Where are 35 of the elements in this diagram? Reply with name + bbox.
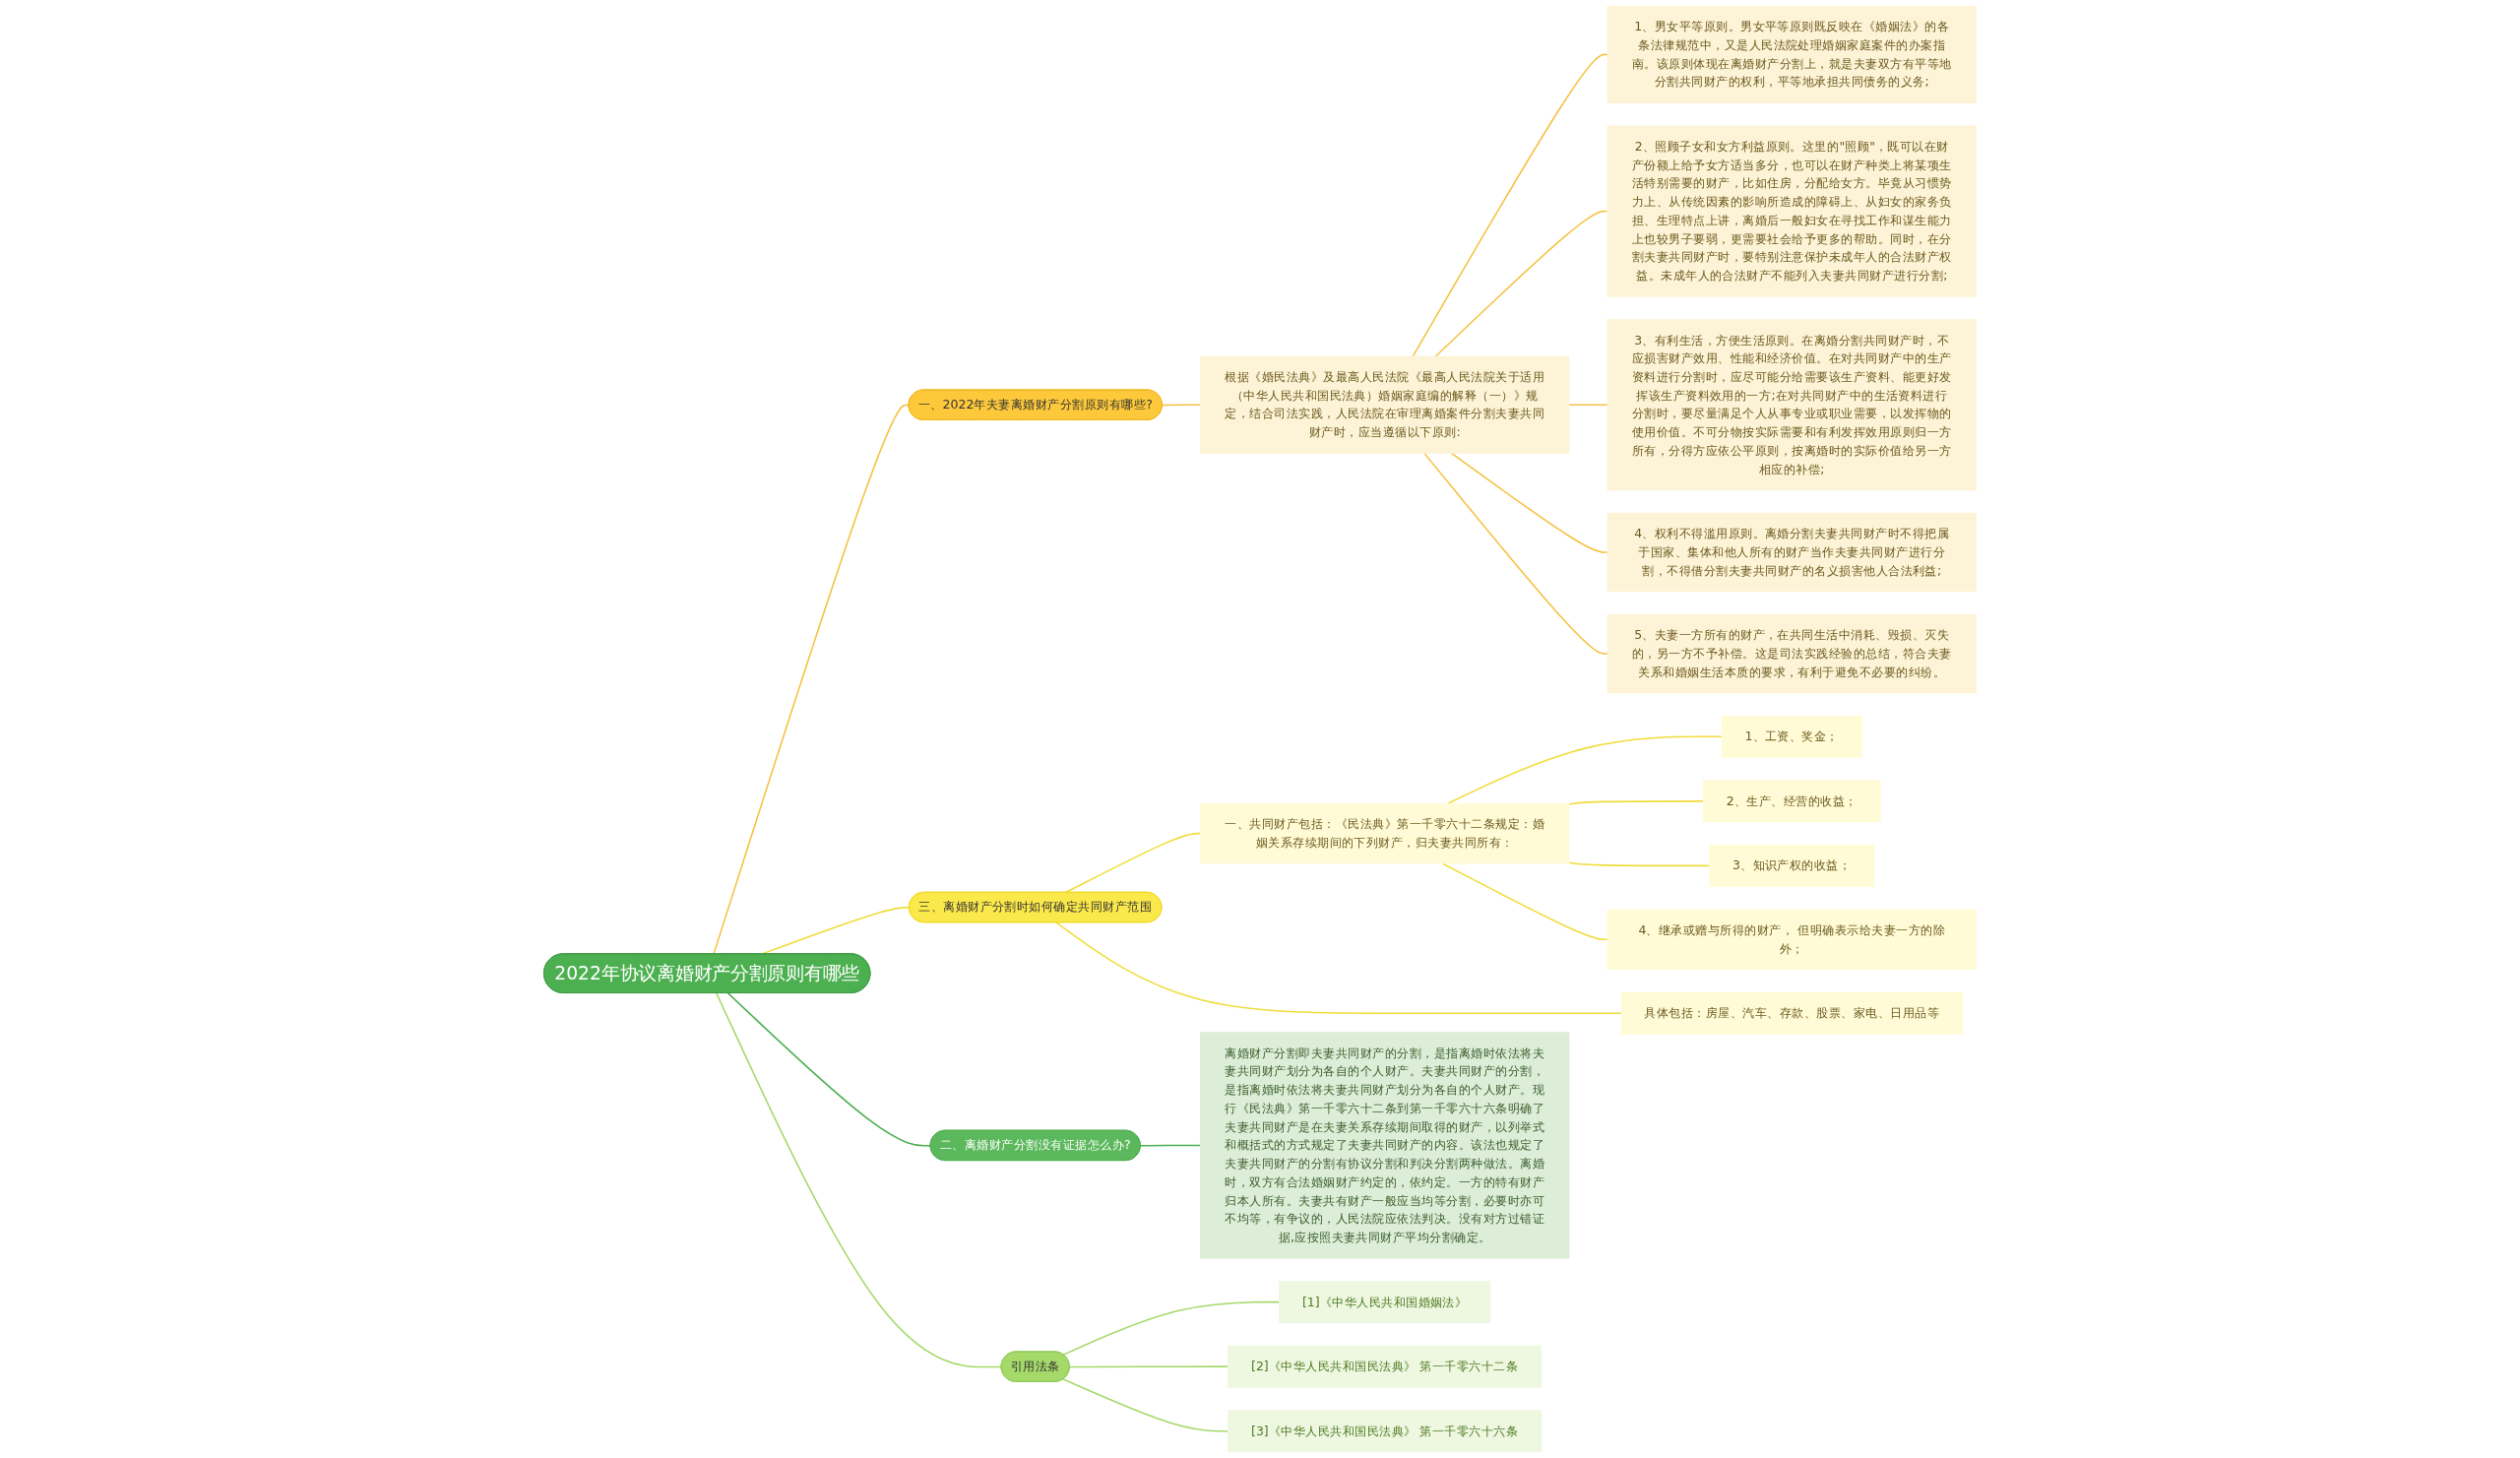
node-box <box>1620 991 1963 1035</box>
node-box <box>1279 1281 1491 1324</box>
node-box <box>1200 802 1570 864</box>
node-box <box>1606 613 1977 694</box>
connector <box>1055 921 1622 1014</box>
connector <box>1162 404 1202 407</box>
node-box <box>1200 355 1570 454</box>
connector <box>1446 735 1723 804</box>
node-box <box>1703 780 1881 823</box>
connector <box>1434 210 1608 357</box>
connector <box>726 992 932 1147</box>
node-box <box>1606 319 1977 491</box>
node-box <box>1606 909 1977 971</box>
connector <box>1062 1300 1281 1356</box>
node-box <box>1228 1410 1543 1453</box>
connector <box>716 992 1003 1368</box>
node-box <box>1200 1032 1570 1259</box>
connector <box>1568 800 1705 805</box>
connector <box>1068 1365 1229 1368</box>
node-box <box>1606 5 1977 103</box>
connector <box>1412 53 1608 357</box>
node-box <box>1606 125 1977 297</box>
connector <box>713 404 911 955</box>
connector <box>1423 452 1608 655</box>
connector <box>1568 404 1608 406</box>
connector <box>1441 862 1608 941</box>
connector <box>1450 452 1608 553</box>
connector <box>1062 1378 1229 1432</box>
connector <box>1568 861 1711 867</box>
node-box <box>1606 512 1977 593</box>
node-box <box>1709 844 1875 887</box>
node-box <box>1228 1345 1543 1388</box>
connector <box>1064 832 1202 894</box>
connector <box>1139 1144 1202 1147</box>
node-box <box>1721 715 1862 758</box>
